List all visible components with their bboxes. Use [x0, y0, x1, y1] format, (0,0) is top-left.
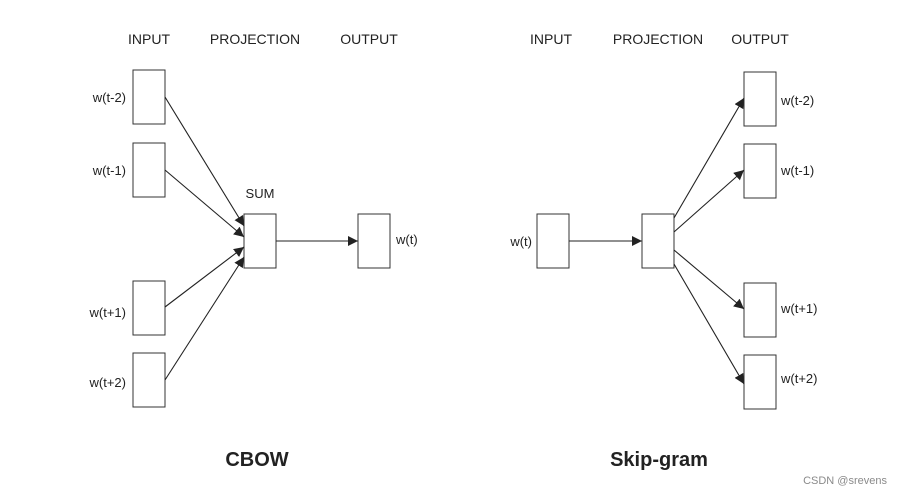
skipgram-diagram: INPUT PROJECTION OUTPUT w(t) w(t-2) w(t-…: [509, 31, 817, 471]
cbow-input-box-4: [132, 352, 166, 408]
skipgram-input-label: w(t): [509, 234, 532, 249]
skipgram-input-box: [536, 213, 570, 269]
cbow-projection-box: [243, 213, 277, 269]
cbow-sum-label: SUM: [246, 186, 275, 201]
cbow-input-box-3: [132, 280, 166, 336]
skipgram-output-header: OUTPUT: [731, 31, 789, 47]
cbow-diagram: INPUT PROJECTION OUTPUT w(t-2) w(t-1) w(…: [89, 31, 418, 471]
skipgram-output-label-1: w(t-2): [780, 93, 814, 108]
skipgram-output-box-3: [743, 282, 777, 338]
skipgram-projection-header: PROJECTION: [613, 31, 703, 47]
cbow-title: CBOW: [225, 449, 288, 471]
watermark-text: CSDN @srevens: [803, 475, 887, 487]
cbow-output-header: OUTPUT: [340, 31, 398, 47]
skipgram-input-header: INPUT: [530, 31, 572, 47]
skipgram-output-box-1: [743, 71, 777, 127]
skipgram-output-box-4: [743, 354, 777, 410]
skipgram-projection-box: [641, 213, 675, 269]
skipgram-edge-1: [673, 97, 745, 219]
skipgram-output-label-3: w(t+1): [780, 301, 817, 316]
skipgram-output-label-4: w(t+2): [780, 371, 817, 386]
cbow-output-box: [357, 213, 391, 269]
skipgram-output-box-2: [743, 143, 777, 199]
cbow-input-label-4: w(t+2): [89, 375, 126, 390]
cbow-input-box-2: [132, 142, 166, 198]
cbow-input-box-1: [132, 69, 166, 125]
skipgram-edge-3: [673, 249, 745, 310]
cbow-input-header: INPUT: [128, 31, 170, 47]
skipgram-edge-4: [673, 263, 745, 385]
cbow-input-label-3: w(t+1): [89, 305, 126, 320]
cbow-edge-2: [164, 169, 245, 238]
cbow-input-label-1: w(t-2): [92, 90, 126, 105]
skipgram-title: Skip-gram: [610, 449, 708, 471]
cbow-edge-1: [164, 96, 245, 227]
cbow-output-label: w(t): [395, 232, 418, 247]
skipgram-output-label-2: w(t-1): [780, 163, 814, 178]
cbow-projection-header: PROJECTION: [210, 31, 300, 47]
skipgram-edge-2: [673, 169, 745, 233]
cbow-edge-4: [164, 256, 245, 381]
cbow-edge-3: [164, 246, 245, 308]
cbow-input-label-2: w(t-1): [92, 163, 126, 178]
